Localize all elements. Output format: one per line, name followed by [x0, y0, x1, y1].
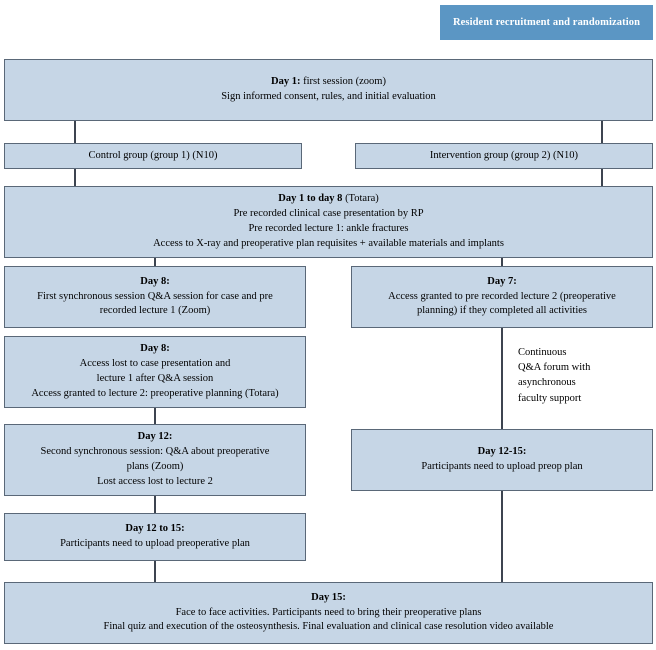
- node-day-8-access-change-line-3: lecture 1 after Q&A session: [96, 373, 214, 384]
- connector-day1-to-intervention: [601, 121, 603, 143]
- connector-day7-to-day12-15: [501, 328, 503, 429]
- node-day-12: Day 12: Second synchronous session: Q&A …: [4, 424, 306, 496]
- node-intervention-group: Intervention group (group 2) (N10): [355, 143, 653, 169]
- node-day-1-to-8-line-4: Access to X-ray and preoperative plan re…: [153, 237, 504, 249]
- node-day-12-15-upload: Day 12-15: Participants need to upload p…: [351, 429, 653, 491]
- node-day-12-15-upload-line-2: Participants need to upload preop plan: [421, 461, 583, 472]
- node-day-1-to-8-rest: (Totara): [342, 193, 379, 205]
- node-day-1-to-8-line-3: Pre recorded lecture 1: ankle fractures: [248, 223, 409, 234]
- node-day-15: Day 15: Face to face activities. Partici…: [4, 582, 653, 644]
- node-day-12-line-4: Lost access lost to lecture 2: [97, 475, 213, 487]
- node-day-8-first-session-line-2: First synchronous session Q&A session fo…: [37, 290, 273, 302]
- connector-control-to-day1to8: [74, 169, 76, 186]
- node-day-1-to-8-line-1: Day 1 to day 8 (Totara): [278, 192, 378, 207]
- node-day-8-access-change-line-4: Access granted to lecture 2: preoperativ…: [31, 387, 279, 399]
- node-day-8-access-change-line-1: Day 8:: [140, 343, 170, 355]
- node-day-7-line-2: Access granted to pre recorded lecture 2…: [388, 290, 616, 302]
- node-day-1-line-1: Day 1: first session (zoom): [271, 75, 386, 90]
- node-day-1-to-8: Day 1 to day 8 (Totara) Pre recorded cli…: [4, 186, 653, 258]
- note-continuous-qa-forum: Continuous Q&A forum with asynchronous f…: [518, 345, 648, 406]
- header-label: Resident recruitment and randomization: [452, 17, 641, 28]
- node-day-7: Day 7: Access granted to pre recorded le…: [351, 266, 653, 328]
- node-day-12-to-15-upload-line-2: Participants need to upload preoperative…: [60, 538, 250, 549]
- node-day-8-access-change: Day 8: Access lost to case presentation …: [4, 336, 306, 408]
- connector-day1-to-control: [74, 121, 76, 143]
- node-day-12-line-3: plans (Zoom): [126, 461, 184, 472]
- connector-day1to8-to-day7: [501, 258, 503, 266]
- node-day-1-rest: first session (zoom): [300, 76, 386, 88]
- node-day-8-first-session: Day 8: First synchronous session Q&A ses…: [4, 266, 306, 328]
- connector-right-to-day15: [501, 491, 503, 582]
- note-continuous-qa-forum-line-3: asynchronous: [518, 377, 576, 389]
- note-continuous-qa-forum-line-4: faculty support: [518, 392, 582, 404]
- connector-intervention-to-day1to8: [601, 169, 603, 186]
- node-day-12-to-15-upload-line-1: Day 12 to 15:: [125, 523, 185, 535]
- connector-left-to-day15: [154, 561, 156, 582]
- node-intervention-group-label: Intervention group (group 2) (N10): [429, 149, 579, 161]
- node-day-15-line-3: Final quiz and execution of the osteosyn…: [103, 621, 554, 633]
- connector-day8-to-day12: [154, 408, 156, 424]
- node-day-7-line-1: Day 7:: [487, 275, 517, 287]
- node-control-group: Control group (group 1) (N10): [4, 143, 302, 169]
- node-control-group-label: Control group (group 1) (N10): [88, 149, 218, 161]
- node-day-1-line-2: Sign informed consent, rules, and initia…: [221, 91, 436, 102]
- node-day-1: Day 1: first session (zoom) Sign informe…: [4, 59, 653, 121]
- node-day-15-line-1: Day 15:: [311, 591, 346, 603]
- node-day-8-access-change-line-2: Access lost to case presentation and: [79, 358, 231, 370]
- connector-day12-to-day12to15: [154, 496, 156, 513]
- node-day-12-15-upload-line-1: Day 12-15:: [477, 446, 527, 458]
- note-continuous-qa-forum-line-2: Q&A forum with: [518, 362, 591, 374]
- header-resident-recruitment: Resident recruitment and randomization: [440, 5, 653, 40]
- node-day-1-bold: Day 1:: [271, 76, 301, 88]
- connector-day1to8-to-day8: [154, 258, 156, 266]
- node-day-15-line-2: Face to face activities. Participants ne…: [175, 606, 482, 618]
- node-day-12-to-15-upload: Day 12 to 15: Participants need to uploa…: [4, 513, 306, 561]
- node-day-7-line-3: planning) if they completed all activiti…: [417, 305, 587, 317]
- node-day-8-first-session-line-3: recorded lecture 1 (Zoom): [99, 305, 211, 317]
- note-continuous-qa-forum-line-1: Continuous: [518, 347, 567, 358]
- node-day-12-line-2: Second synchronous session: Q&A about pr…: [40, 446, 270, 458]
- node-day-1-to-8-line-2: Pre recorded clinical case presentation …: [233, 208, 424, 220]
- node-day-1-to-8-bold: Day 1 to day 8: [278, 193, 343, 205]
- node-day-12-line-1: Day 12:: [137, 431, 173, 443]
- node-day-8-first-session-line-1: Day 8:: [140, 275, 170, 287]
